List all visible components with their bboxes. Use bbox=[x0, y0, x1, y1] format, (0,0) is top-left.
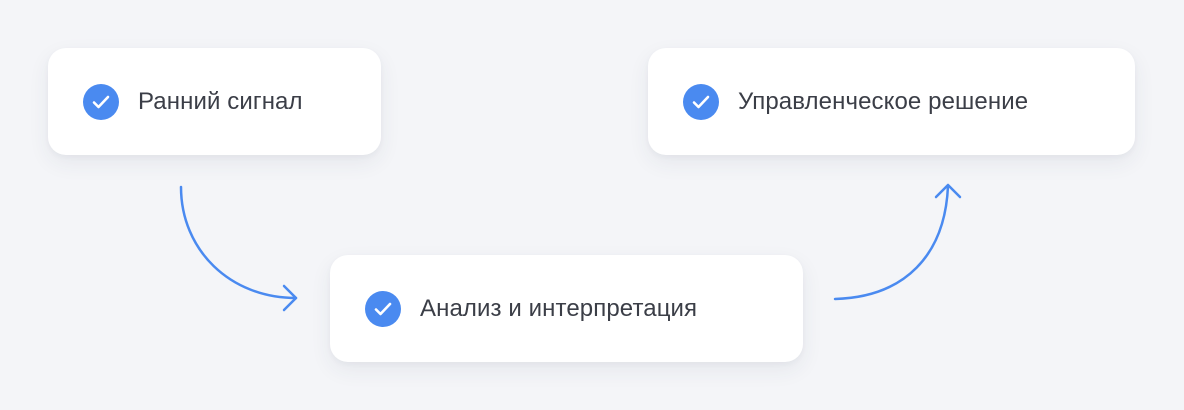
arrow-signal-to-analysis bbox=[179, 185, 298, 312]
node-analysis: Анализ и интерпретация bbox=[330, 255, 803, 362]
node-management-decision: Управленческое решение bbox=[648, 48, 1135, 155]
check-circle-icon bbox=[83, 83, 119, 120]
check-circle-icon bbox=[365, 290, 401, 327]
node-early-signal: Ранний сигнал bbox=[48, 48, 381, 155]
arrow-analysis-to-decision bbox=[833, 183, 962, 301]
node-label: Анализ и интерпретация bbox=[420, 294, 698, 322]
check-circle-icon bbox=[683, 83, 719, 120]
node-label: Ранний сигнал bbox=[138, 87, 303, 115]
node-label: Управленческое решение bbox=[738, 87, 1029, 115]
